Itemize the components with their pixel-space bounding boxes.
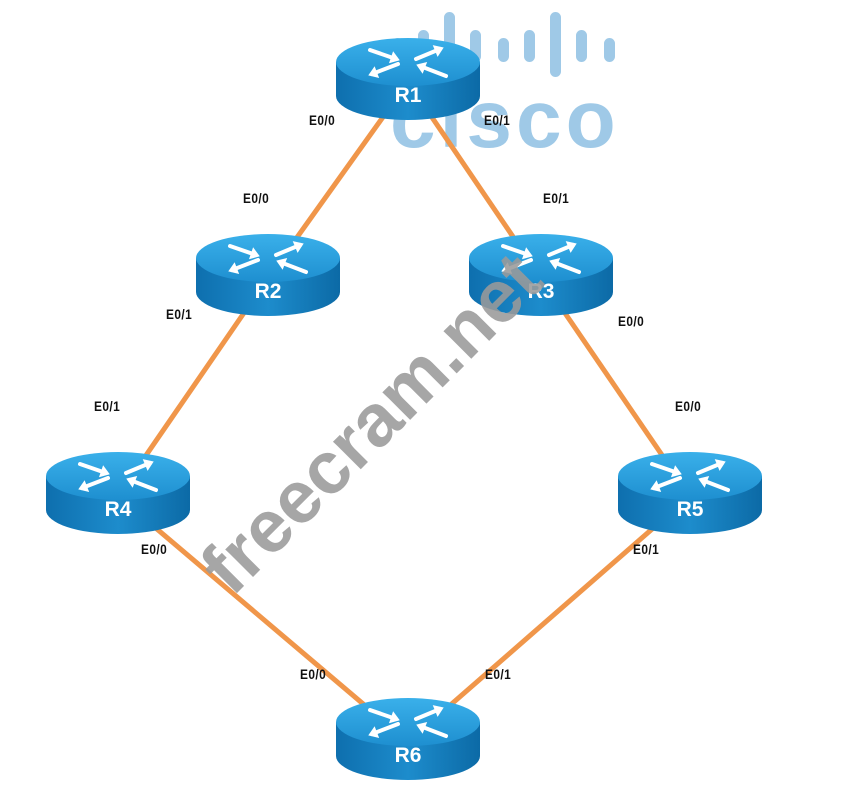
port-label-r6-e0-0: E0/0 bbox=[300, 666, 327, 682]
port-label-r6-e0-1: E0/1 bbox=[485, 666, 512, 682]
router-r3[interactable]: R3 bbox=[469, 234, 613, 316]
port-label-r5-e0-0: E0/0 bbox=[675, 398, 702, 414]
router-arrows-icon bbox=[650, 459, 730, 493]
router-arrows-icon bbox=[501, 241, 581, 275]
port-label-r3-e0-1: E0/1 bbox=[543, 190, 570, 206]
router-arrows-icon bbox=[228, 241, 308, 275]
router-label: R4 bbox=[105, 498, 132, 521]
port-label-r3-e0-0: E0/0 bbox=[618, 313, 645, 329]
router-label: R1 bbox=[395, 84, 422, 107]
port-label-r1-e0-0: E0/0 bbox=[309, 112, 336, 128]
router-r1[interactable]: R1 bbox=[336, 38, 480, 120]
port-label-r2-e0-1: E0/1 bbox=[166, 306, 193, 322]
router-label: R5 bbox=[677, 498, 704, 521]
router-arrows-icon bbox=[368, 45, 448, 79]
router-r4[interactable]: R4 bbox=[46, 452, 190, 534]
router-arrows-icon bbox=[368, 705, 448, 739]
router-label: R3 bbox=[528, 280, 555, 303]
port-label-r5-e0-1: E0/1 bbox=[633, 541, 660, 557]
link-r5-r6 bbox=[406, 494, 692, 744]
router-label: R6 bbox=[395, 744, 422, 767]
link-r4-r6 bbox=[116, 494, 410, 744]
router-arrows-icon bbox=[78, 459, 158, 493]
router-r6[interactable]: R6 bbox=[336, 698, 480, 780]
port-label-r1-e0-1: E0/1 bbox=[484, 112, 511, 128]
router-r2[interactable]: R2 bbox=[196, 234, 340, 316]
router-r5[interactable]: R5 bbox=[618, 452, 762, 534]
port-label-r2-e0-0: E0/0 bbox=[243, 190, 270, 206]
port-label-r4-e0-1: E0/1 bbox=[94, 398, 121, 414]
router-label: R2 bbox=[255, 280, 282, 303]
port-label-r4-e0-0: E0/0 bbox=[141, 541, 168, 557]
